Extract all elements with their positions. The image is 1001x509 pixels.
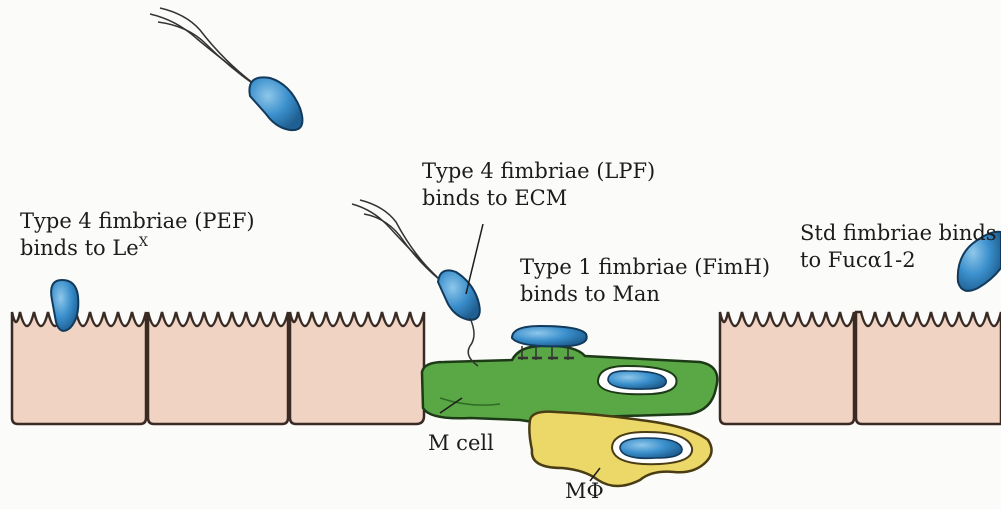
pef-label-line2: binds to LeX (20, 235, 255, 262)
std-label-line1: Std fimbriae binds (800, 220, 997, 247)
fimh-label-line2: binds to Man (520, 281, 770, 308)
lpf-label-line2: binds to ECM (422, 185, 655, 212)
macrophage-cell (529, 412, 711, 486)
lpf-leader-line (466, 224, 483, 294)
pef-label: Type 4 fimbriae (PEF) binds to LeX (20, 208, 255, 262)
epithelial-cell (720, 312, 854, 424)
epithelial-cell (12, 312, 146, 424)
epithelial-cell (148, 312, 288, 424)
std-label: Std fimbriae binds to Fucα1-2 (800, 220, 997, 274)
fimh-label-line1: Type 1 fimbriae (FimH) (520, 254, 770, 281)
pef-label-line2-text: binds to Le (20, 236, 139, 260)
epithelial-cell (290, 312, 424, 424)
fimh-label: Type 1 fimbriae (FimH) binds to Man (520, 254, 770, 308)
flagellated-bacterium (150, 8, 302, 130)
lpf-label: Type 4 fimbriae (LPF) binds to ECM (422, 158, 655, 212)
macrophage-label: MΦ (565, 478, 604, 505)
pef-label-superscript: X (139, 235, 148, 250)
bacterium-pef (51, 280, 78, 331)
pef-label-line1: Type 4 fimbriae (PEF) (20, 208, 255, 235)
lpf-label-line1: Type 4 fimbriae (LPF) (422, 158, 655, 185)
m-cell-label: M cell (428, 430, 494, 457)
std-label-line2: to Fucα1-2 (800, 247, 997, 274)
epithelial-cell (856, 312, 1001, 424)
